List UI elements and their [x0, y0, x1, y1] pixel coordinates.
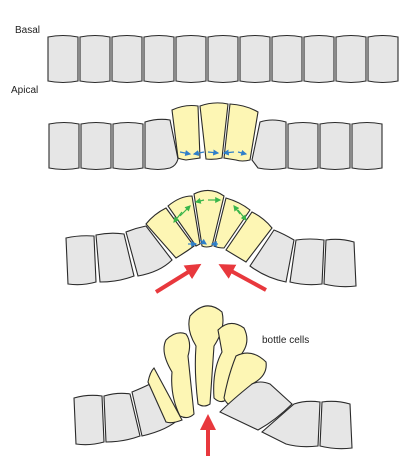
stage-flat-sheet	[47, 34, 399, 84]
stage-apical-constriction	[48, 102, 383, 171]
stage-invagination	[73, 305, 353, 456]
bottle-cells-label: bottle cells	[262, 335, 309, 346]
apical-label: Apical	[11, 85, 38, 96]
basal-label: Basal	[15, 25, 40, 36]
stage-bending	[65, 189, 357, 294]
